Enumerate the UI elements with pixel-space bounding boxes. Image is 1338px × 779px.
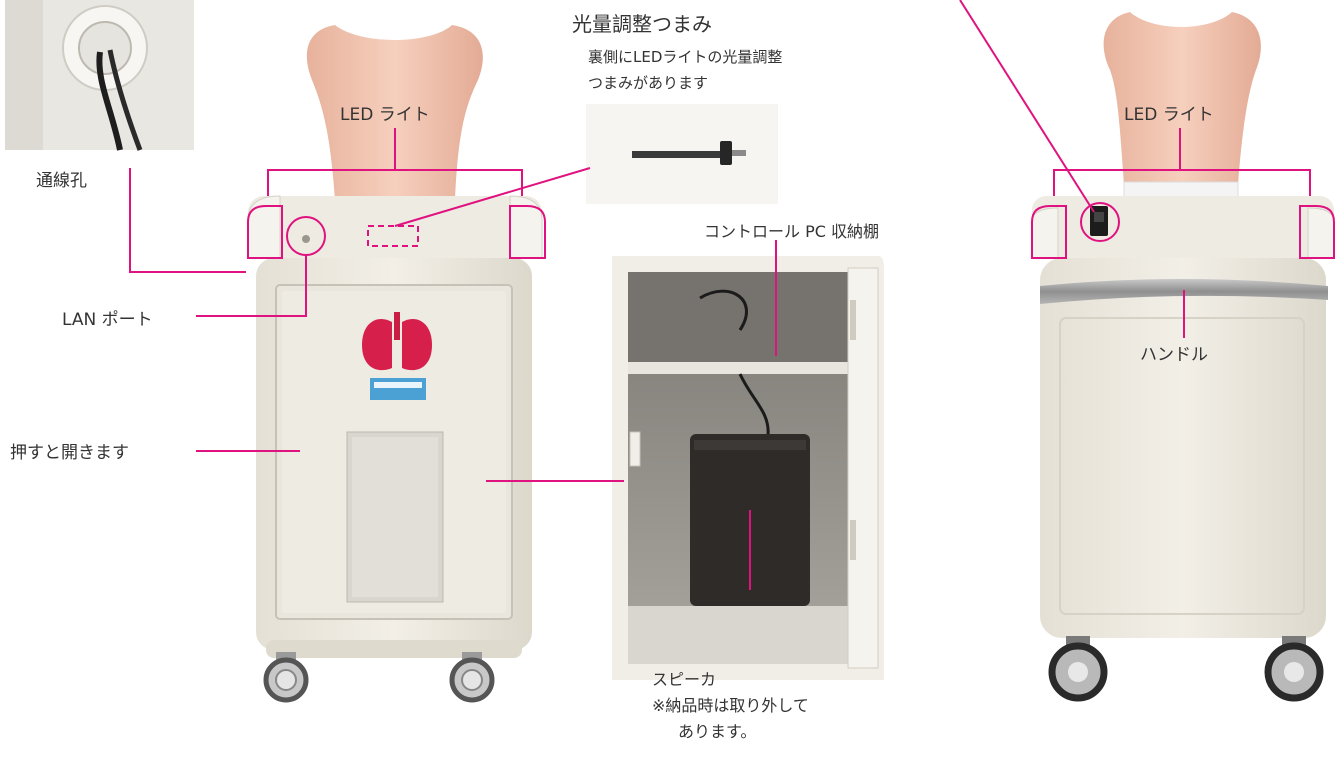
- torso-manikin-back: [1103, 12, 1261, 185]
- torso-manikin: [306, 25, 483, 200]
- speaker-note-line2: あります。: [678, 722, 757, 741]
- caster-right: [449, 652, 495, 703]
- dimmer-knob-photo: [586, 104, 778, 204]
- caster-left: [263, 652, 309, 703]
- led-pad-outline-right: [509, 205, 546, 259]
- power-switch-circle: [1080, 202, 1120, 242]
- led-light-right-label: LED ライト: [1124, 105, 1214, 125]
- led-light-left-label: LED ライト: [340, 105, 430, 125]
- callout-lan-port: [196, 255, 307, 317]
- caster-back-right: [1264, 636, 1324, 702]
- callout-power-switch: [959, 0, 1095, 213]
- callout-lines: [129, 0, 1335, 590]
- control-pc-shelf-label: コントロール PC 収納棚: [704, 222, 879, 241]
- callout-dimmer-knob: [394, 167, 591, 227]
- led-pad-outline-back-left: [1031, 205, 1067, 259]
- wiring-hole-label: 通線孔: [36, 171, 87, 191]
- lan-port-hole: [302, 235, 310, 243]
- callout-led-right: [1053, 169, 1311, 196]
- speaker-note-line1: ※納品時は取り外して: [652, 696, 809, 715]
- dimmer-knob-desc-line2: つまみがあります: [588, 74, 709, 92]
- push-to-open-label: 押すと開きます: [10, 443, 129, 463]
- speaker-label: スピーカ: [652, 670, 717, 689]
- dimmer-knob-desc-line1: 裏側にLEDライトの光量調整: [588, 48, 783, 66]
- pc-shelf: [628, 362, 850, 374]
- lungs-logo: [362, 312, 432, 400]
- wiring-hole-photo: [5, 0, 194, 151]
- dimmer-knob-dashed-box: [367, 225, 419, 247]
- lan-port-label: LAN ポート: [62, 310, 153, 330]
- callout-wiring-hole: [129, 168, 246, 273]
- caster-back-left: [1048, 636, 1108, 702]
- led-pad-outline-back-right: [1299, 205, 1335, 259]
- led-pad-outline-left: [247, 205, 283, 259]
- open-cabinet-photo: [612, 256, 884, 680]
- handle-label: ハンドル: [1140, 345, 1208, 365]
- dimmer-knob-title: 光量調整つまみ: [572, 12, 712, 36]
- back-unit: [1031, 12, 1335, 702]
- front-unit: [247, 25, 543, 703]
